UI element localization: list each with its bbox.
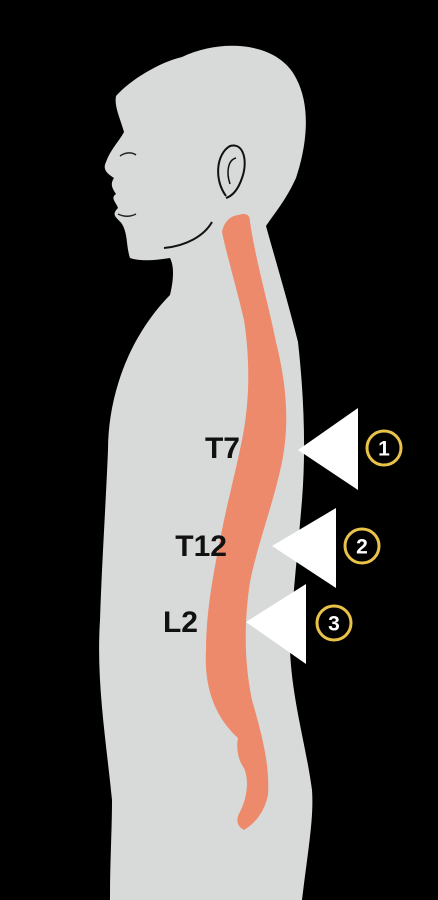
vertebra-label-l2: L2 [163, 606, 198, 639]
body-silhouette [99, 46, 312, 900]
vertebra-label-t12: T12 [175, 530, 227, 563]
marker-number-1: 1 [378, 438, 390, 461]
pointer-arrow-1 [298, 408, 358, 490]
marker-number-3: 3 [328, 613, 340, 636]
vertebra-label-t7: T7 [205, 432, 240, 465]
marker-number-2: 2 [356, 536, 368, 559]
